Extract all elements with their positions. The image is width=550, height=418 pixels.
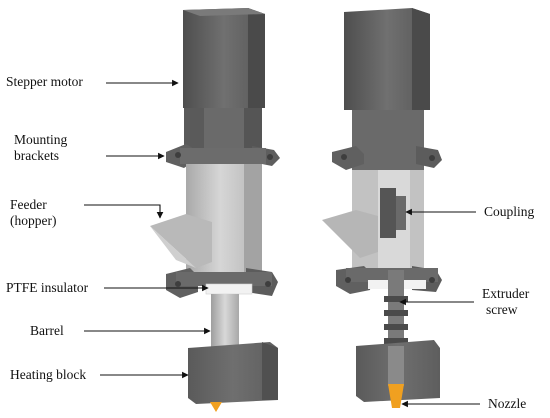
label-ptfe-insulator: PTFE insulator [6, 280, 89, 295]
right-assembly [322, 8, 442, 408]
label-mounting-line1: Mounting [14, 132, 68, 147]
heating-block-right-shape [356, 340, 440, 402]
coupling-shape [380, 188, 396, 238]
ptfe-right-a-shape [368, 280, 390, 289]
stepper-motor-right-shape [344, 8, 430, 110]
mounting-bracket-bottom-shape [166, 268, 278, 298]
arrow-feeder [84, 204, 164, 219]
nozzle-left-shape [210, 402, 222, 412]
feeder-body-shape [150, 164, 262, 272]
callout-arrows [84, 79, 480, 408]
heating-block-shape [188, 342, 278, 404]
label-mounting-line2: brackets [14, 148, 59, 163]
mounting-bracket-right-top-shape [332, 146, 442, 170]
label-extruder-line2: screw [486, 302, 518, 317]
label-extruder-line1: Extruder [482, 286, 530, 301]
screw-flights-shape [384, 296, 408, 344]
label-feeder-line2: (hopper) [10, 213, 57, 228]
barrel-shape [211, 294, 239, 350]
ptfe-insulator-left-shape [205, 283, 253, 295]
label-nozzle: Nozzle [488, 396, 527, 411]
label-coupling: Coupling [484, 204, 535, 219]
label-feeder-line1: Feeder [10, 197, 47, 212]
label-heating-block: Heating block [10, 367, 87, 382]
mounting-bracket-top-shape [166, 144, 280, 168]
nozzle-right-shape [388, 384, 404, 408]
left-assembly [150, 8, 280, 412]
label-barrel: Barrel [30, 323, 64, 338]
ptfe-right-b-shape [404, 280, 426, 289]
label-stepper-motor: Stepper motor [6, 74, 83, 89]
stepper-motor-shape [183, 8, 265, 108]
hopper-right-shape [322, 210, 378, 258]
